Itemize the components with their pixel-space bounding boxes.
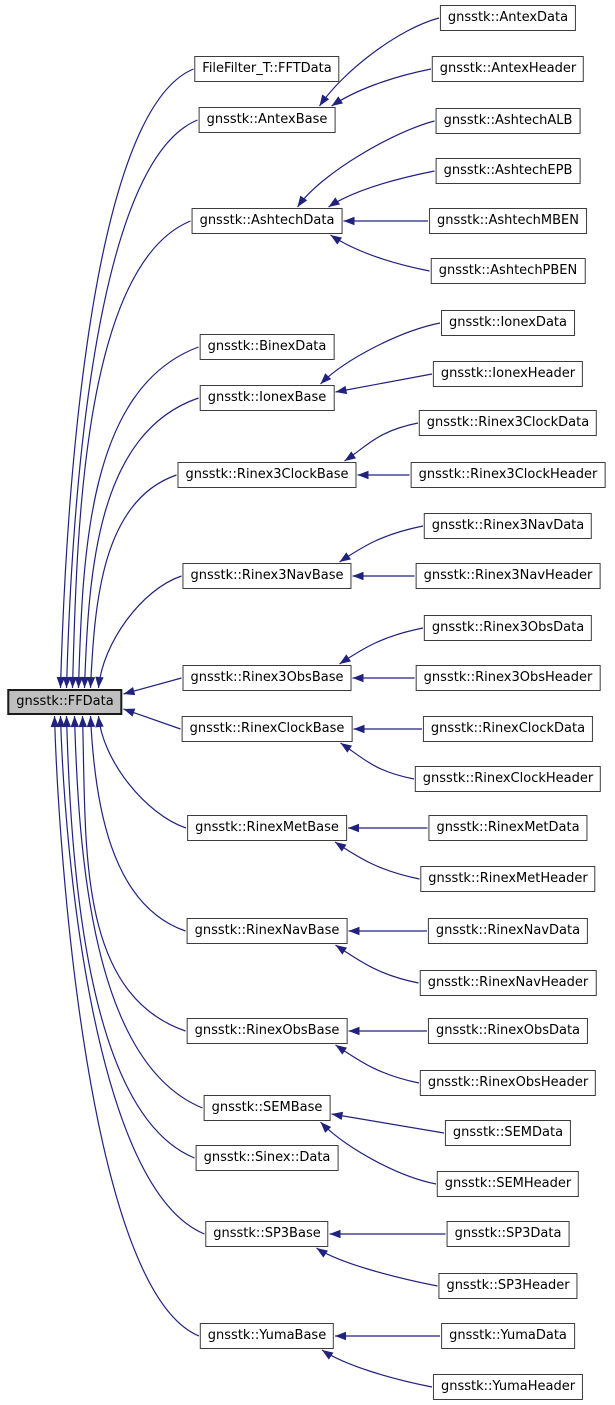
edge-rinex3obsheader-to-rinex3obsbase bbox=[352, 673, 415, 683]
edge-rinex3navheader-to-rinex3navbase bbox=[352, 571, 415, 581]
edge-ionexheader-to-ionexbase bbox=[335, 373, 433, 395]
edge-rinexclockbase-to-ffdata bbox=[123, 708, 181, 730]
node-ionexdata[interactable]: gnsstk::IonexData bbox=[441, 310, 575, 336]
edge-antexbase-to-ffdata bbox=[62, 119, 198, 689]
edge-ionexbase-to-ffdata bbox=[80, 397, 199, 689]
edge-yumabase-to-ffdata bbox=[50, 715, 200, 1337]
edge-rinex3obsdata-to-rinex3obsbase bbox=[339, 627, 424, 665]
node-rinex3clockbase[interactable]: gnsstk::Rinex3ClockBase bbox=[177, 462, 357, 488]
node-semheader[interactable]: gnsstk::SEMHeader bbox=[436, 1171, 580, 1197]
edge-rinexclockheader-to-rinexclockbase bbox=[340, 742, 415, 780]
edge-sp3header-to-sp3base bbox=[316, 1247, 438, 1287]
edge-rinexnavheader-to-rinexnavbase bbox=[335, 944, 419, 984]
node-ashtechepb[interactable]: gnsstk::AshtechEPB bbox=[435, 158, 581, 184]
edge-rinex3navdata-to-rinex3navbase bbox=[339, 525, 424, 563]
edge-binexdata-to-ffdata bbox=[74, 346, 199, 689]
node-antexbase[interactable]: gnsstk::AntexBase bbox=[198, 107, 336, 133]
edge-rinexobsdata-to-rinexobsbase bbox=[348, 1026, 427, 1036]
node-ashtechdata[interactable]: gnsstk::AshtechData bbox=[191, 208, 343, 234]
edge-sinexdata-to-ffdata bbox=[62, 715, 195, 1159]
node-rinex3obsdata[interactable]: gnsstk::Rinex3ObsData bbox=[423, 615, 593, 641]
edge-ashtechpben-to-ashtechdata bbox=[330, 234, 430, 272]
node-ionexheader[interactable]: gnsstk::IonexHeader bbox=[432, 361, 584, 387]
node-rinexobsheader[interactable]: gnsstk::RinexObsHeader bbox=[419, 1070, 597, 1096]
node-sembase[interactable]: gnsstk::SEMBase bbox=[203, 1095, 331, 1121]
node-sp3header[interactable]: gnsstk::SP3Header bbox=[438, 1273, 578, 1299]
edge-antexheader-to-antexbase bbox=[331, 68, 432, 107]
node-yumaheader[interactable]: gnsstk::YumaHeader bbox=[432, 1374, 584, 1400]
edge-rinexnavdata-to-rinexnavbase bbox=[348, 926, 427, 936]
node-rinexclockdata[interactable]: gnsstk::RinexClockData bbox=[422, 716, 594, 742]
node-rinexobsbase[interactable]: gnsstk::RinexObsBase bbox=[186, 1018, 348, 1044]
edge-rinexobsbase-to-ffdata bbox=[78, 715, 186, 1032]
edge-rinexmetbase-to-ffdata bbox=[95, 715, 187, 829]
edge-antexdata-to-antexbase bbox=[319, 17, 440, 107]
node-ashtechalb[interactable]: gnsstk::AshtechALB bbox=[435, 108, 581, 134]
node-rinexmetheader[interactable]: gnsstk::RinexMetHeader bbox=[420, 866, 596, 892]
node-rinexnavbase[interactable]: gnsstk::RinexNavBase bbox=[186, 918, 348, 944]
edge-rinexclockdata-to-rinexclockbase bbox=[353, 724, 422, 734]
edge-semheader-to-sembase bbox=[320, 1121, 437, 1185]
node-antexdata[interactable]: gnsstk::AntexData bbox=[439, 5, 577, 31]
node-ffdata[interactable]: gnsstk::FFData bbox=[7, 689, 123, 715]
edge-ionexdata-to-ionexbase bbox=[320, 322, 441, 385]
edge-rinexnavbase-to-ffdata bbox=[86, 715, 186, 932]
edge-sp3data-to-sp3base bbox=[329, 1229, 446, 1239]
node-rinexclockheader[interactable]: gnsstk::RinexClockHeader bbox=[414, 766, 602, 792]
edge-sp3base-to-ffdata bbox=[56, 715, 205, 1235]
node-yumabase[interactable]: gnsstk::YumaBase bbox=[199, 1323, 335, 1349]
edge-rinex3navbase-to-ffdata bbox=[95, 575, 182, 689]
edge-rinex3clockheader-to-rinex3clockbase bbox=[357, 470, 410, 480]
edge-rinex3obsbase-to-ffdata bbox=[123, 677, 182, 696]
node-semdata[interactable]: gnsstk::SEMData bbox=[444, 1120, 572, 1146]
edge-ashtechepb-to-ashtechdata bbox=[328, 170, 435, 208]
node-rinexmetdata[interactable]: gnsstk::RinexMetData bbox=[428, 815, 588, 841]
edge-filefilter-to-ffdata bbox=[56, 68, 194, 689]
node-sp3data[interactable]: gnsstk::SP3Data bbox=[446, 1221, 570, 1247]
node-rinex3obsheader[interactable]: gnsstk::Rinex3ObsHeader bbox=[415, 665, 601, 691]
edge-semdata-to-sembase bbox=[331, 1111, 445, 1134]
node-ionexbase[interactable]: gnsstk::IonexBase bbox=[199, 385, 335, 411]
node-filefilter[interactable]: FileFilter_T::FFTData bbox=[194, 56, 340, 82]
edge-rinex3clockbase-to-ffdata bbox=[86, 474, 177, 689]
edge-yumaheader-to-yumabase bbox=[321, 1349, 433, 1388]
node-rinex3obsbase[interactable]: gnsstk::Rinex3ObsBase bbox=[182, 665, 352, 691]
node-rinex3navbase[interactable]: gnsstk::Rinex3NavBase bbox=[182, 563, 352, 589]
node-binexdata[interactable]: gnsstk::BinexData bbox=[199, 334, 335, 360]
node-sinexdata[interactable]: gnsstk::Sinex::Data bbox=[195, 1145, 339, 1171]
node-rinex3navheader[interactable]: gnsstk::Rinex3NavHeader bbox=[415, 563, 601, 589]
edge-ashtechalb-to-ashtechdata bbox=[297, 120, 435, 208]
node-rinexmetbase[interactable]: gnsstk::RinexMetBase bbox=[187, 815, 347, 841]
node-rinexclockbase[interactable]: gnsstk::RinexClockBase bbox=[181, 716, 353, 742]
edge-rinexmetdata-to-rinexmetbase bbox=[348, 823, 428, 833]
node-rinex3clockdata[interactable]: gnsstk::Rinex3ClockData bbox=[418, 410, 598, 436]
node-rinexnavdata[interactable]: gnsstk::RinexNavData bbox=[427, 918, 589, 944]
edge-sembase-to-ffdata bbox=[70, 715, 203, 1109]
edge-ashtechmben-to-ashtechdata bbox=[343, 216, 428, 226]
node-rinex3navdata[interactable]: gnsstk::Rinex3NavData bbox=[423, 513, 593, 539]
node-ashtechpben[interactable]: gnsstk::AshtechPBEN bbox=[430, 258, 586, 284]
node-ashtechmben[interactable]: gnsstk::AshtechMBEN bbox=[429, 208, 587, 234]
node-antexheader[interactable]: gnsstk::AntexHeader bbox=[431, 56, 585, 82]
node-rinexnavheader[interactable]: gnsstk::RinexNavHeader bbox=[419, 970, 597, 996]
node-yumadata[interactable]: gnsstk::YumaData bbox=[441, 1323, 575, 1349]
edge-rinexmetheader-to-rinexmetbase bbox=[334, 841, 420, 880]
node-rinexobsdata[interactable]: gnsstk::RinexObsData bbox=[427, 1018, 589, 1044]
edge-ashtechdata-to-ffdata bbox=[68, 220, 191, 689]
node-sp3base[interactable]: gnsstk::SP3Base bbox=[205, 1221, 329, 1247]
node-rinex3clockheader[interactable]: gnsstk::Rinex3ClockHeader bbox=[410, 462, 606, 488]
edge-yumadata-to-yumabase bbox=[335, 1331, 440, 1341]
edge-rinexobsheader-to-rinexobsbase bbox=[335, 1044, 420, 1084]
edge-rinex3clockdata-to-rinex3clockbase bbox=[344, 422, 419, 462]
